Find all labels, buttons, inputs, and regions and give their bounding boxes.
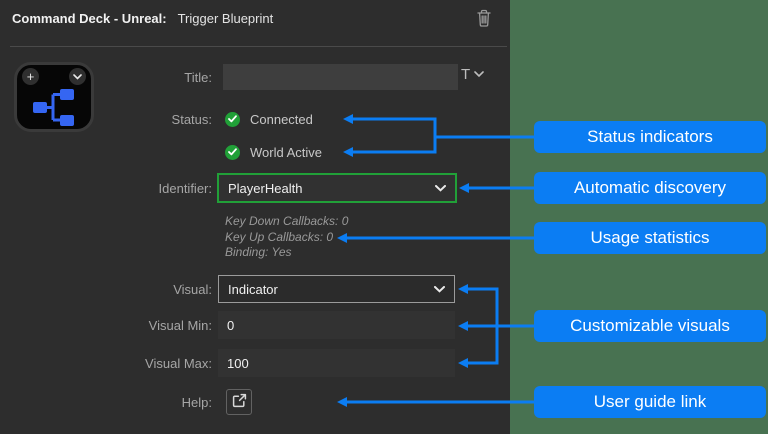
- panel-header: Command Deck - Unreal: Trigger Blueprint: [12, 11, 273, 26]
- app-title: Command Deck - Unreal:: [12, 11, 167, 26]
- visual-select[interactable]: Indicator: [218, 275, 455, 303]
- callout-customizable-visuals: Customizable visuals: [534, 310, 766, 342]
- visual-max-label: Visual Max:: [90, 356, 212, 371]
- text-style-button[interactable]: T: [461, 66, 484, 83]
- check-circle-icon: [225, 112, 240, 127]
- status-row-connected: Connected: [225, 111, 322, 127]
- stat-line: Key Up Callbacks: 0: [225, 230, 348, 246]
- status-list: Connected World Active: [225, 111, 322, 177]
- text-style-T: T: [461, 66, 470, 83]
- visual-value: Indicator: [228, 282, 278, 297]
- title-label: Title:: [90, 70, 212, 85]
- status-text: World Active: [250, 145, 322, 160]
- status-text: Connected: [250, 112, 313, 127]
- node-graph-icon: [32, 89, 78, 132]
- chevron-down-icon: [474, 71, 484, 78]
- status-row-world-active: World Active: [225, 144, 322, 160]
- callout-user-guide-link: User guide link: [534, 386, 766, 418]
- blueprint-tile[interactable]: +: [14, 62, 94, 132]
- delete-button[interactable]: [472, 7, 496, 31]
- visual-max-input[interactable]: [218, 349, 455, 377]
- identifier-select[interactable]: PlayerHealth: [217, 173, 457, 203]
- command-deck-panel: Command Deck - Unreal: Trigger Blueprint…: [0, 0, 510, 434]
- callout-usage-statistics: Usage statistics: [534, 222, 766, 254]
- callout-status-indicators: Status indicators: [534, 121, 766, 153]
- identifier-label: Identifier:: [90, 181, 212, 196]
- chevron-down-icon: [435, 185, 446, 192]
- visual-min-input[interactable]: [218, 311, 455, 339]
- chevron-down-icon: [434, 286, 445, 293]
- visual-label: Visual:: [90, 282, 212, 297]
- status-label: Status:: [90, 112, 212, 127]
- help-label: Help:: [90, 395, 212, 410]
- blueprint-name: Trigger Blueprint: [178, 11, 274, 26]
- identifier-value: PlayerHealth: [228, 181, 302, 196]
- add-icon[interactable]: +: [22, 68, 39, 85]
- stat-line: Key Down Callbacks: 0: [225, 214, 348, 230]
- callout-automatic-discovery: Automatic discovery: [534, 172, 766, 204]
- visual-min-label: Visual Min:: [90, 318, 212, 333]
- chevron-down-icon[interactable]: [69, 68, 86, 85]
- external-link-icon: [232, 393, 247, 411]
- header-divider: [10, 46, 507, 47]
- usage-stats: Key Down Callbacks: 0 Key Up Callbacks: …: [225, 214, 348, 261]
- trash-icon: [476, 9, 492, 30]
- title-input[interactable]: [223, 64, 458, 90]
- check-circle-icon: [225, 145, 240, 160]
- help-link-button[interactable]: [226, 389, 252, 415]
- stat-line: Binding: Yes: [225, 245, 348, 261]
